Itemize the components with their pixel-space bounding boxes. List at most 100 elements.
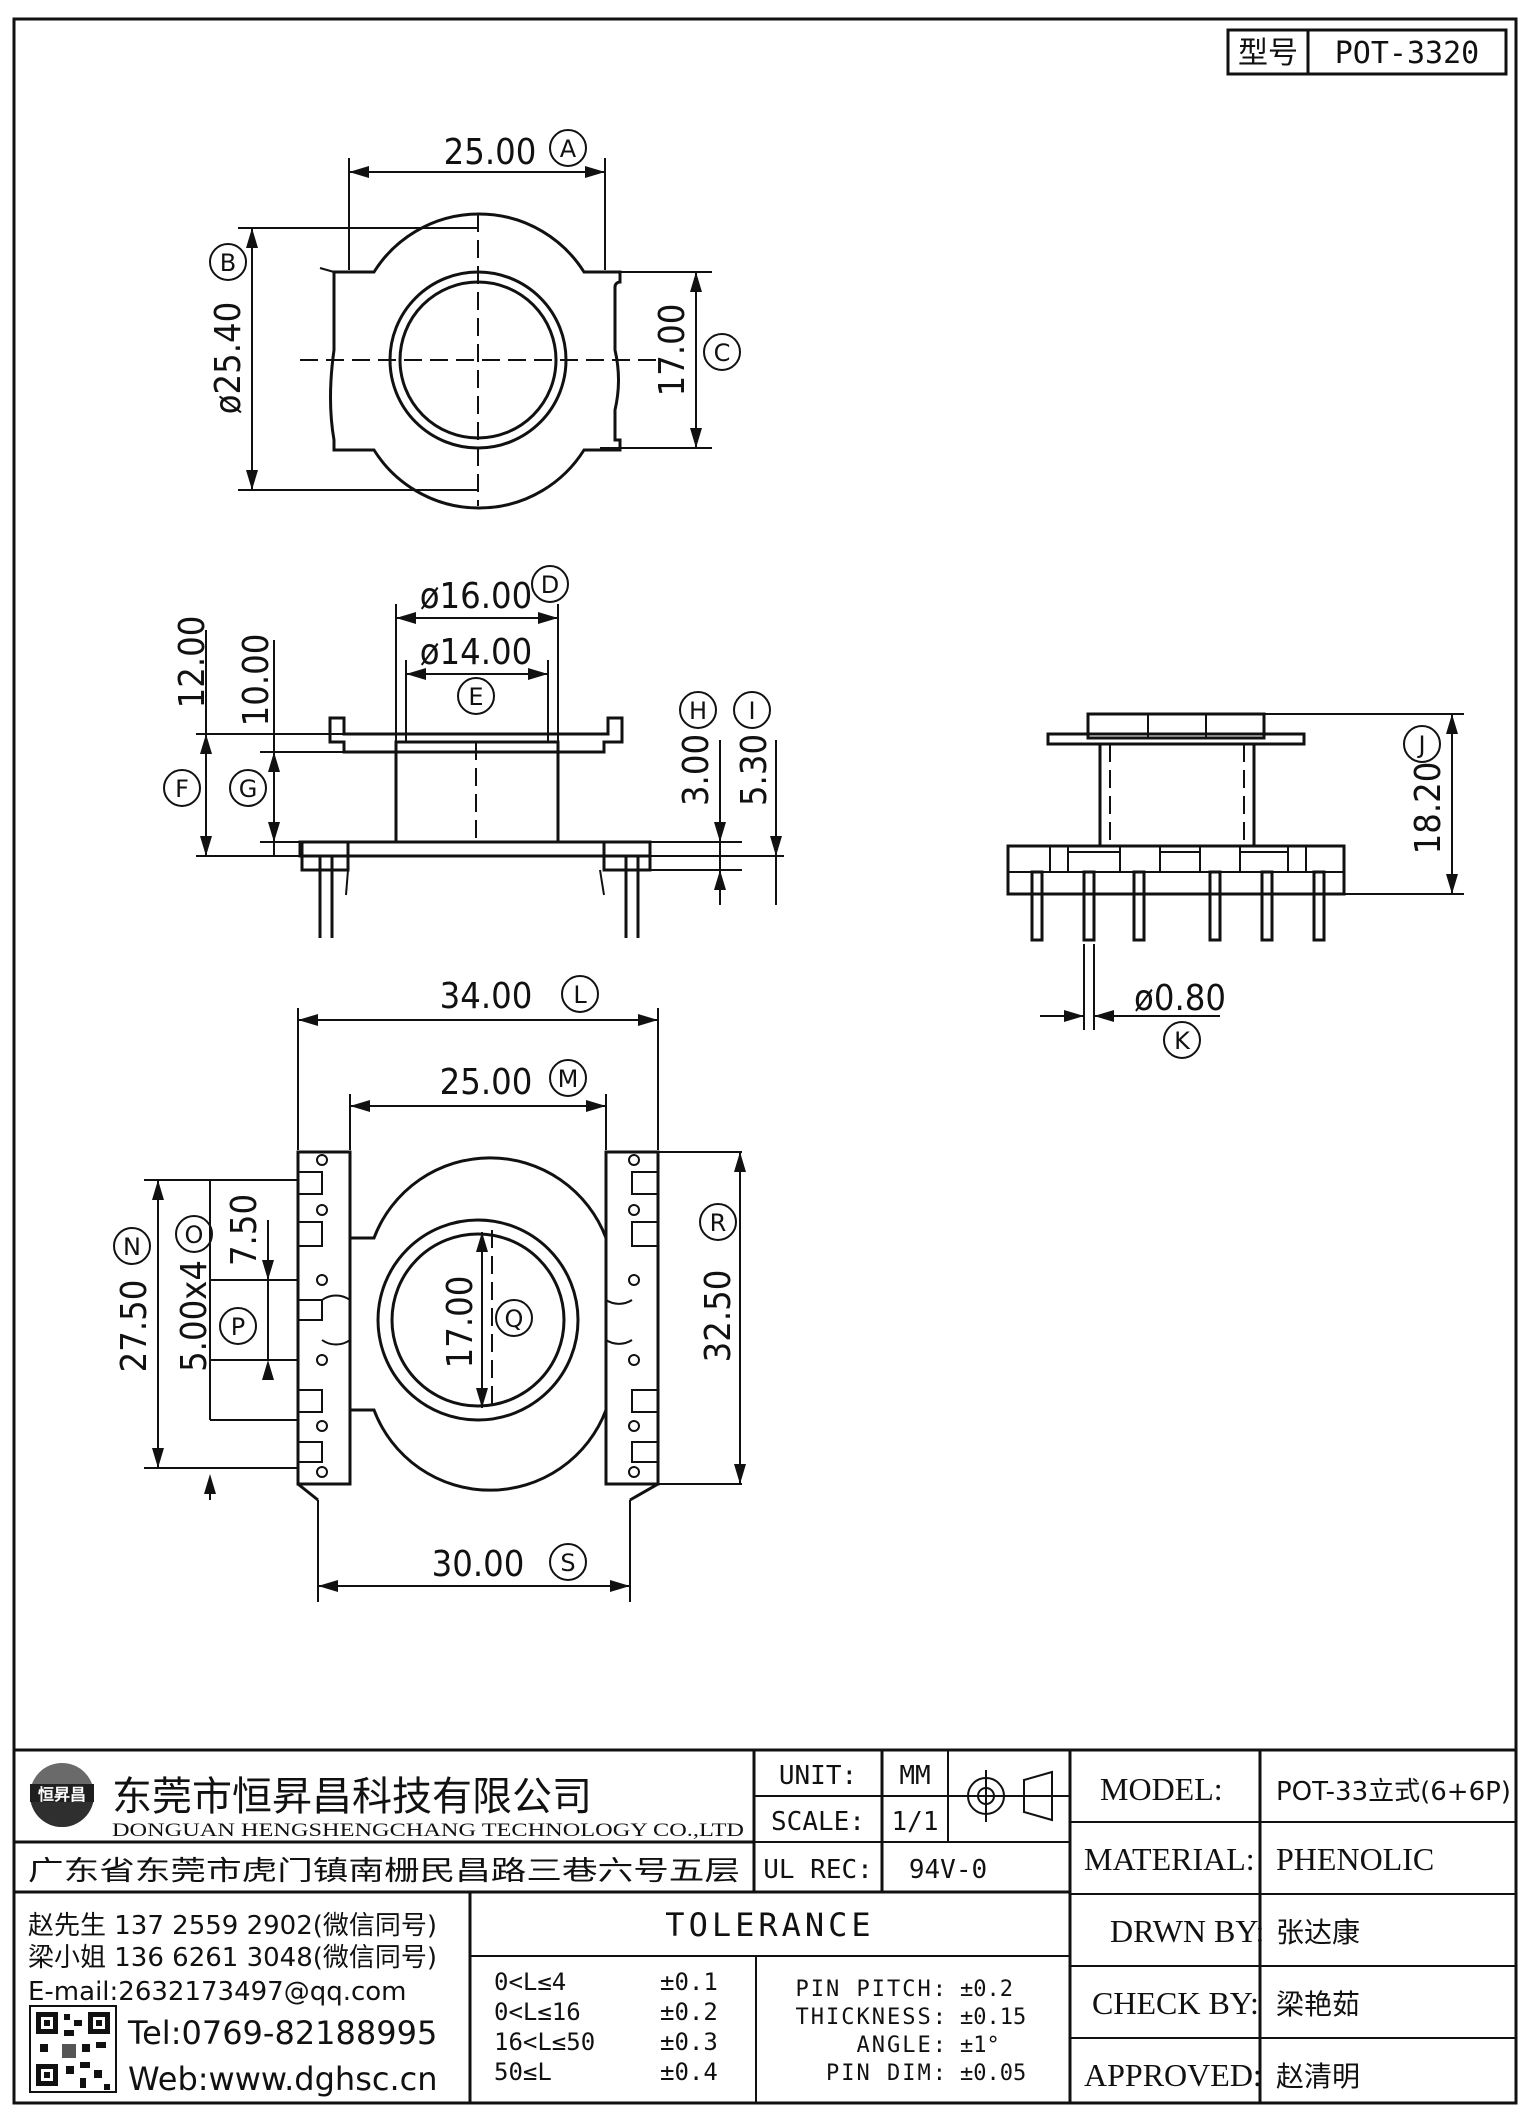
tolerance-value: ±0.4 bbox=[660, 2058, 718, 2086]
callout-letter-s: S bbox=[560, 1549, 575, 1577]
side-view bbox=[1006, 712, 1464, 1030]
tolerance-range: 0<L≤16 bbox=[494, 1998, 581, 2026]
callout-circle-q bbox=[495, 1299, 533, 1337]
callout-letter-e: E bbox=[468, 683, 483, 711]
callout-circle-c bbox=[703, 333, 741, 371]
unit-value: MM bbox=[899, 1761, 930, 1791]
callout-circle-b bbox=[209, 243, 247, 281]
company-name-cn: 东莞市恒昇昌科技有限公司 bbox=[112, 1774, 592, 1820]
tolerance-extra-value: ±0.05 bbox=[960, 2061, 1026, 2086]
check-by-label: CHECK BY: bbox=[1092, 1985, 1259, 2021]
dim-O: 5.00x4 bbox=[174, 1260, 215, 1372]
telephone: Tel:0769-82188995 bbox=[127, 2014, 437, 2052]
tolerance-value: ±0.1 bbox=[660, 1968, 718, 1996]
model-number-box: 型号 POT-3320 bbox=[1226, 28, 1508, 76]
callout-circle-m bbox=[549, 1059, 587, 1097]
tolerance-title: TOLERANCE bbox=[665, 1906, 874, 1944]
title-block: 恒昇昌 bbox=[14, 1748, 1516, 2103]
tolerance-extra-value: ±1° bbox=[960, 2033, 1000, 2058]
callout-letter-c: C bbox=[714, 339, 731, 367]
ul-rec-label: UL REC: bbox=[763, 1855, 873, 1885]
dim-L: 34.00 bbox=[440, 976, 533, 1017]
callout-circle-o bbox=[175, 1215, 213, 1253]
company-name-en: DONGUAN HENGSHENGCHANG TECHNOLOGY CO.,LT… bbox=[112, 1820, 744, 1841]
tolerance-value: ±0.3 bbox=[660, 2028, 718, 2056]
model-box-label: 型号 bbox=[1238, 36, 1298, 71]
callout-letter-d: D bbox=[541, 571, 559, 599]
qr-code-icon bbox=[29, 2005, 117, 2093]
dim-H: 3.00 bbox=[676, 734, 717, 806]
contact-2: 梁小姐 136 6261 3048(微信同号) bbox=[28, 1943, 437, 1973]
dim-F: 12.00 bbox=[172, 616, 213, 709]
callout-circle-p bbox=[219, 1307, 257, 1345]
ul-rec-value: 94V-0 bbox=[909, 1855, 987, 1885]
callout-circle-i bbox=[733, 691, 771, 729]
callout-letter-h: H bbox=[689, 697, 707, 725]
tolerance-range: 16<L≤50 bbox=[494, 2028, 595, 2056]
callout-letter-b: B bbox=[220, 249, 236, 277]
tolerance-extra-label: PIN PITCH: bbox=[796, 1977, 948, 2002]
scale-label: SCALE: bbox=[771, 1807, 865, 1837]
tolerance-extra-value: ±0.15 bbox=[960, 2005, 1026, 2030]
drawing-border bbox=[12, 17, 1518, 2105]
callout-circle-h bbox=[679, 691, 717, 729]
callout-circle-r bbox=[699, 1203, 737, 1241]
callout-letter-p: P bbox=[231, 1313, 245, 1341]
dim-B: ø25.40 bbox=[208, 302, 249, 415]
model-value: POT-33立式(6+6P) bbox=[1276, 1777, 1511, 1807]
callout-circle-l bbox=[561, 975, 599, 1013]
dim-G: 10.00 bbox=[236, 634, 277, 727]
dim-P: 7.50 bbox=[224, 1194, 265, 1266]
company-address: 广东省东莞市虎门镇南栅民昌路三巷六号五层 bbox=[28, 1856, 740, 1887]
svg-text:恒昇昌: 恒昇昌 bbox=[38, 1785, 86, 1804]
dim-R: 32.50 bbox=[698, 1270, 739, 1363]
tolerance-extra-label: THICKNESS: bbox=[796, 2005, 948, 2030]
tolerance-range: 50≤L bbox=[494, 2058, 552, 2086]
top-view bbox=[238, 158, 712, 510]
front-view bbox=[196, 604, 784, 938]
callout-letter-o: O bbox=[185, 1221, 204, 1249]
callout-circle-j bbox=[1403, 725, 1441, 763]
tolerance-value: ±0.2 bbox=[660, 1998, 718, 2026]
website: Web:www.dghsc.cn bbox=[128, 2060, 438, 2098]
email: E-mail:2632173497@qq.com bbox=[28, 1977, 407, 2007]
callout-letter-l: L bbox=[573, 981, 587, 1009]
model-box-value: POT-3320 bbox=[1335, 36, 1480, 71]
dim-C: 17.00 bbox=[652, 304, 693, 397]
tolerance-table: 0<L≤4 ±0.1 0<L≤16 ±0.2 16<L≤50 ±0.3 50≤L ±0.4 PI… bbox=[494, 1968, 1026, 2086]
callout-circle-n bbox=[113, 1227, 151, 1265]
dim-A: 25.00 bbox=[444, 132, 537, 173]
callout-circle-a bbox=[549, 129, 587, 167]
callout-letter-q: Q bbox=[505, 1305, 524, 1333]
check-by-value: 梁艳茹 bbox=[1276, 1988, 1360, 2021]
dim-Q: 17.00 bbox=[440, 1276, 481, 1369]
drawn-by-value: 张达康 bbox=[1276, 1916, 1360, 1949]
callout-circle-f bbox=[163, 769, 201, 807]
material-value: PHENOLIC bbox=[1276, 1841, 1434, 1877]
dim-K: ø0.80 bbox=[1134, 978, 1226, 1019]
unit-label: UNIT: bbox=[779, 1761, 857, 1791]
dim-I: 5.30 bbox=[734, 734, 775, 806]
dim-D: ø16.00 bbox=[420, 576, 533, 617]
scale-value: 1/1 bbox=[892, 1807, 939, 1837]
callout-circle-s bbox=[549, 1543, 587, 1581]
material-label: MATERIAL: bbox=[1084, 1841, 1255, 1877]
model-label: MODEL: bbox=[1100, 1771, 1223, 1807]
callout-letter-m: M bbox=[558, 1065, 579, 1093]
company-logo: 恒昇昌 bbox=[30, 1763, 94, 1827]
callout-letter-k: K bbox=[1174, 1027, 1191, 1055]
callout-letter-a: A bbox=[560, 135, 577, 163]
approved-value: 赵清明 bbox=[1276, 2060, 1360, 2093]
dim-S: 30.00 bbox=[432, 1544, 525, 1585]
dim-J: 18.20 bbox=[1408, 762, 1449, 855]
dim-M: 25.00 bbox=[440, 1062, 533, 1103]
callout-letter-f: F bbox=[175, 775, 189, 803]
callout-letter-g: G bbox=[239, 775, 258, 803]
callout-circle-g bbox=[229, 769, 267, 807]
tolerance-range: 0<L≤4 bbox=[494, 1968, 566, 1996]
drawn-by-label: DRWN BY: bbox=[1110, 1913, 1264, 1949]
callout-letter-r: R bbox=[710, 1209, 727, 1237]
